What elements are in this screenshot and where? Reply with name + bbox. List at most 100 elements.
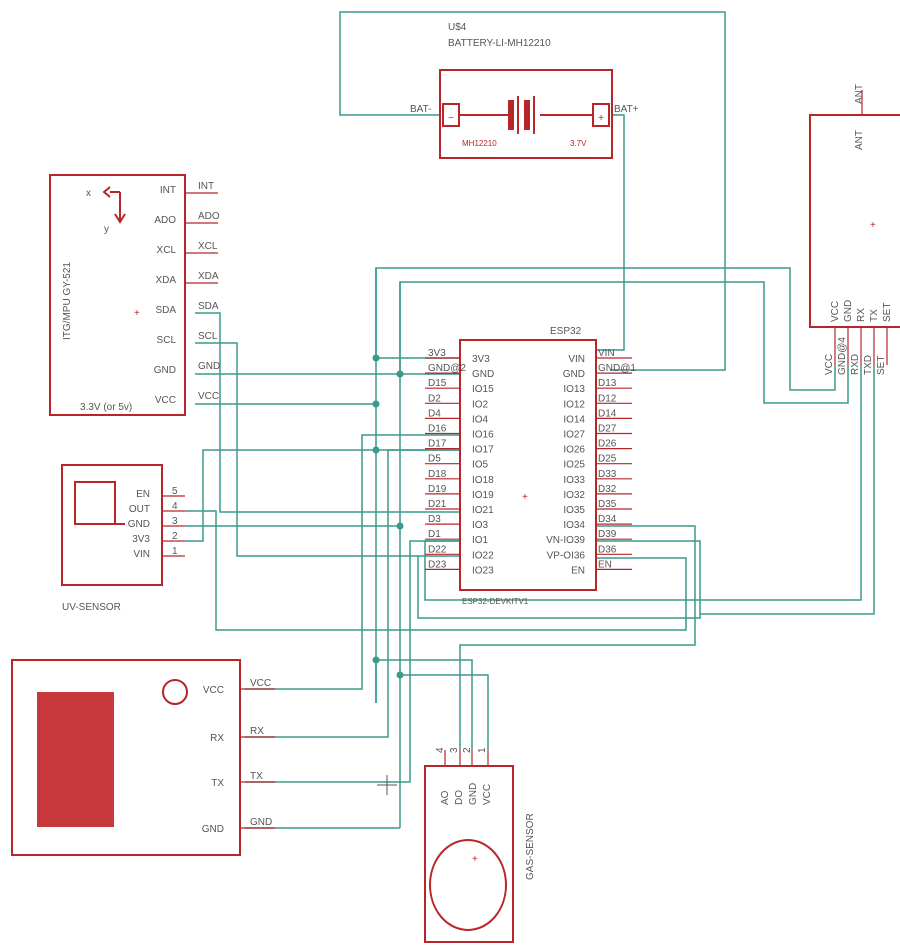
radio-pin-3: TX [869,309,880,322]
esp-left-pin-11: IO3 [472,520,489,531]
gas-pin-0: AO [440,790,451,805]
esp-left-net-14: D23 [428,559,447,570]
esp-right-net-13: D36 [598,544,617,555]
gps-pin-2: TX [211,778,224,789]
gas-num-2: 2 [462,747,473,753]
mpu-net-6: GND [198,361,220,372]
mpu-center-mark: + [134,308,140,319]
esp-left-pin-4: IO4 [472,414,489,425]
mpu-axis-y: y [104,224,109,235]
uv-num-3: 2 [172,531,178,542]
esp-left-net-0: 3V3 [428,348,446,359]
esp-left-net-12: D1 [428,529,441,540]
esp-left-net-10: D21 [428,499,447,510]
esp32-module[interactable]: ESP32 ESP32-DEVKITV1 + 3V33V3GNDGND@2IO1… [425,326,636,606]
uv-name: UV-SENSOR [62,602,121,613]
gas-num-1: 3 [449,747,460,753]
gps-pin-stubs [240,688,275,829]
esp-left-pin-9: IO19 [472,490,494,501]
mpu-pin-4: SDA [155,305,176,316]
gps-module[interactable]: VCC RX TX GND VCC RX TX GND [11,659,275,856]
esp-left-pin-6: IO17 [472,445,494,456]
radio-center: + [870,220,876,231]
radio-net-2: RXD [850,354,861,375]
mpu-module[interactable]: ITG/MPU GY-521 x y + 3.3V (or 5v) INT AD… [49,174,220,416]
esp-left-pin-7: IO5 [472,460,489,471]
gps-pin-1: RX [210,733,224,744]
mpu-net-5: SCL [198,331,218,342]
esp-right-net-12: D39 [598,529,617,540]
radio-module[interactable]: ANT ANT + VCC GND RX TX SET VCC GND@4 RX… [809,84,900,375]
esp-right-pin-5: IO27 [563,430,585,441]
esp-left-net-2: D15 [428,378,447,389]
gps-pin-3: GND [202,824,224,835]
esp-right-net-0: VIN [598,348,615,359]
uv-num-4: 1 [172,546,178,557]
mpu-pin-stubs [185,192,218,284]
mpu-pin-5: SCL [157,335,177,346]
uv-num-2: 3 [172,516,178,527]
battery-voltage: 3.7V [570,139,587,148]
battery-symbol[interactable]: − + U$4 BATTERY-LI-MH12210 BAT- BAT+ MH1… [410,22,639,159]
esp-right-net-7: D25 [598,454,617,465]
crosshair-cursor-icon [377,775,397,795]
esp-right-pin-0: VIN [568,354,585,365]
mpu-net-4: SDA [198,301,219,312]
battery-ref: U$4 [448,22,467,33]
esp-left-pin-14: IO23 [472,565,494,576]
gps-net-2: TX [250,771,263,782]
mpu-net-7: VCC [198,391,219,402]
esp-right-pin-8: IO33 [563,475,585,486]
esp-left-pin-10: IO21 [472,505,494,516]
battery-neg-pin: BAT- [410,104,431,115]
gas-sensor[interactable]: + AO DO GND VCC 4 3 2 1 GAS-SENSOR [424,747,536,943]
esp-left-net-13: D22 [428,544,447,555]
mpu-pin-6: GND [154,365,176,376]
gas-sensor-element [429,839,507,931]
esp-right-net-5: D27 [598,424,617,435]
gps-net-3: GND [250,817,272,828]
esp-left-pin-3: IO2 [472,399,489,410]
mpu-supply: 3.3V (or 5v) [80,402,132,413]
wires [185,11,875,829]
esp-right-net-8: D33 [598,469,617,480]
uv-pin-2: GND [128,519,150,530]
radio-ant-pin: ANT [854,84,865,104]
mpu-title: ITG/MPU GY-521 [62,262,73,340]
uv-num-1: 4 [172,501,178,512]
mpu-pin-1: ADO [154,215,176,226]
esp-right-pin-10: IO35 [563,505,585,516]
uv-pin-4: VIN [133,549,150,560]
gas-num-3: 1 [477,747,488,753]
mpu-axis-arrows [102,186,126,224]
esp-left-net-6: D17 [428,439,447,450]
esp-right-net-3: D12 [598,393,617,404]
esp-left-net-11: D3 [428,514,441,525]
uv-pin-3: 3V3 [132,534,150,545]
gas-pin-stubs [444,750,489,766]
esp-right-net-9: D32 [598,484,617,495]
esp-right-pin-4: IO14 [563,414,585,425]
esp-right-pin-6: IO26 [563,445,585,456]
mpu-net-2: XCL [198,241,218,252]
esp-left-net-5: D16 [428,424,447,435]
battery-neg-sign: − [448,113,454,124]
esp-right-pin-1: GND [563,369,585,380]
esp-right-pin-2: IO13 [563,384,585,395]
battery-model: MH12210 [462,139,497,148]
gas-num-0: 4 [435,747,446,753]
esp-name: ESP32-DEVKITV1 [462,597,529,606]
radio-pin-0: VCC [830,301,841,322]
uv-sensor[interactable]: EN OUT GND 3V3 VIN 5 4 3 2 1 UV-SENSOR [61,464,185,613]
esp-right-net-10: D35 [598,499,617,510]
gps-net-0: VCC [250,678,271,689]
esp-left-net-1: GND@2 [428,363,466,374]
gps-antenna-block [37,692,114,827]
esp-right-pin-7: IO25 [563,460,585,471]
mpu-pin-2: XCL [157,245,177,256]
esp-right-pin-13: VP-OI36 [547,550,586,561]
battery-pos-pin: BAT+ [614,104,639,115]
esp-left-pin-8: IO18 [472,475,494,486]
mpu-net-3: XDA [198,271,219,282]
